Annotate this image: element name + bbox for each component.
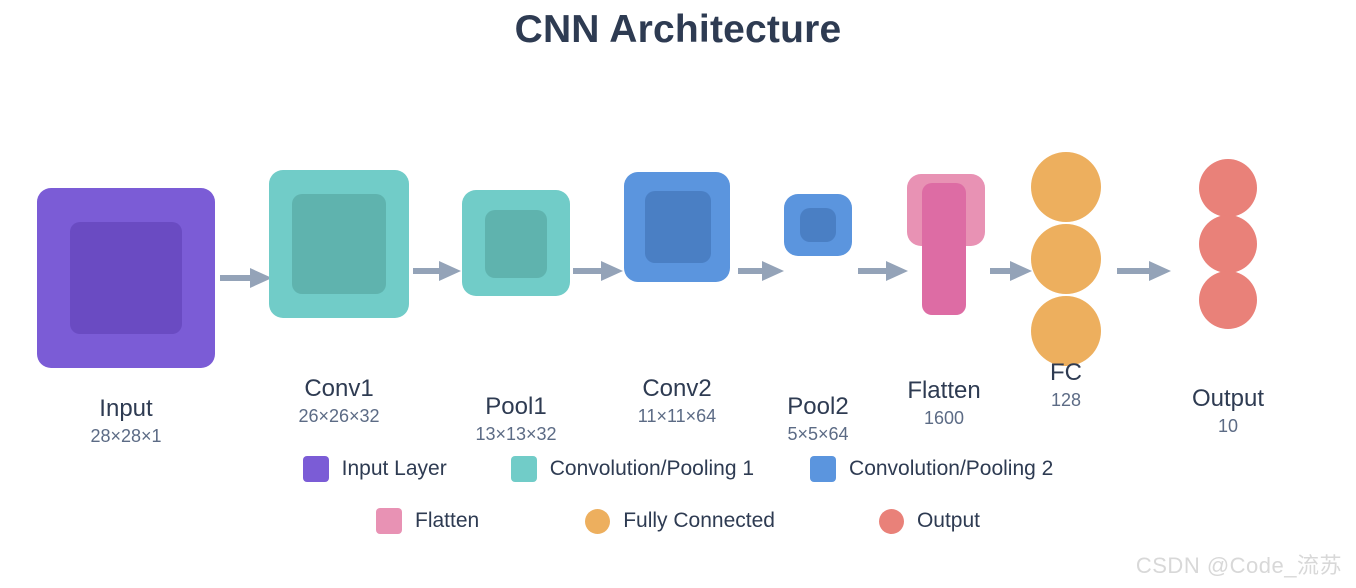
layer-shape-conv1: 26×26×32 <box>298 405 380 426</box>
layer-label-conv1: Conv1 26×26×32 <box>239 375 439 426</box>
legend-item-conv-pool-2[interactable]: Convolution/Pooling 2 <box>810 456 1053 482</box>
fc-neuron <box>1031 224 1101 294</box>
layer-name-pool1: Pool1 <box>485 393 547 420</box>
pool2-block-inner <box>800 208 836 242</box>
flatten-block-inner <box>922 183 966 315</box>
legend-label-fully-connected: Fully Connected <box>623 509 775 532</box>
layer-shape-input: 28×28×1 <box>90 425 162 446</box>
output-neuron <box>1199 159 1257 217</box>
arrow-input-conv1 <box>220 265 272 291</box>
conv2-block-inner <box>645 191 711 263</box>
legend-label-flatten: Flatten <box>415 509 480 532</box>
legend-label-input-layer: Input Layer <box>341 457 447 480</box>
layer-shape-pool1: 13×13×32 <box>475 423 557 444</box>
legend-item-flatten[interactable]: Flatten <box>376 508 479 534</box>
layer-label-fc: FC 128 <box>966 359 1166 410</box>
legend-swatch-conv-pool-1 <box>510 456 537 482</box>
arrow-conv2-pool2 <box>738 258 784 284</box>
legend-label-conv-pool-2: Convolution/Pooling 2 <box>849 457 1054 480</box>
input-block-inner <box>70 222 182 334</box>
legend-label-conv-pool-1: Convolution/Pooling 1 <box>549 457 755 480</box>
layer-shape-flatten: 1600 <box>923 407 965 428</box>
legend-row: Input Layer Convolution/Pooling 1 Convol… <box>0 452 1356 486</box>
conv1-block-inner <box>292 194 386 294</box>
arrow-flatten-fc <box>990 258 1032 284</box>
output-neuron <box>1199 271 1257 329</box>
page-title: CNN Architecture <box>514 8 842 51</box>
layer-shape-fc: 128 <box>1050 389 1082 410</box>
layer-name-input: Input <box>99 395 153 422</box>
arrow-conv1-pool1 <box>413 258 461 284</box>
arrow-fc-output <box>1117 258 1171 284</box>
watermark: CSDN @Code_流苏 <box>1135 553 1342 578</box>
layer-name-output: Output <box>1191 385 1265 412</box>
legend-item-fully-connected[interactable]: Fully Connected <box>585 508 775 534</box>
fc-neuron <box>1031 296 1101 366</box>
layer-name-pool2: Pool2 <box>787 393 849 420</box>
legend-item-input-layer[interactable]: Input Layer <box>302 456 447 482</box>
layer-shape-output: 10 <box>1217 415 1239 436</box>
output-neuron <box>1199 215 1257 273</box>
legend-swatch-input-layer <box>302 456 329 482</box>
pool1-block-inner <box>485 210 547 278</box>
layer-label-pool1: Pool1 13×13×32 <box>416 393 616 444</box>
legend-swatch-conv-pool-2 <box>810 456 837 482</box>
cnn-architecture-diagram: Input 28×28×1 Conv1 26×26×32 <box>26 152 1328 446</box>
layer-label-flatten: Flatten 1600 <box>844 377 1044 428</box>
layer-label-input: Input 28×28×1 <box>26 395 226 446</box>
legend-item-conv-pool-1[interactable]: Convolution/Pooling 1 <box>510 456 755 482</box>
layer-shape-pool2: 5×5×64 <box>787 423 849 444</box>
layer-name-conv1: Conv1 <box>304 375 374 402</box>
layer-label-conv2: Conv2 11×11×64 <box>577 375 777 426</box>
layer-shape-conv2: 11×11×64 <box>637 405 717 426</box>
layer-label-pool2: Pool2 5×5×64 <box>718 393 918 444</box>
layer-name-conv2: Conv2 <box>642 375 712 402</box>
legend-row: Flatten Fully Connected Output <box>0 504 1356 538</box>
legend-swatch-fully-connected <box>585 508 611 534</box>
layer-label-output: Output 10 <box>1128 385 1328 436</box>
arrow-pool1-conv2 <box>573 258 623 284</box>
layer-name-fc: FC <box>1050 359 1082 386</box>
layer-name-flatten: Flatten <box>907 377 981 404</box>
legend-item-output[interactable]: Output <box>878 508 980 534</box>
legend-label-output: Output <box>916 509 980 532</box>
arrow-pool2-flatten <box>858 258 908 284</box>
legend: Input Layer Convolution/Pooling 1 Convol… <box>0 452 1356 542</box>
fc-neuron <box>1031 152 1101 222</box>
legend-swatch-flatten <box>376 508 402 534</box>
legend-swatch-output <box>878 508 904 534</box>
